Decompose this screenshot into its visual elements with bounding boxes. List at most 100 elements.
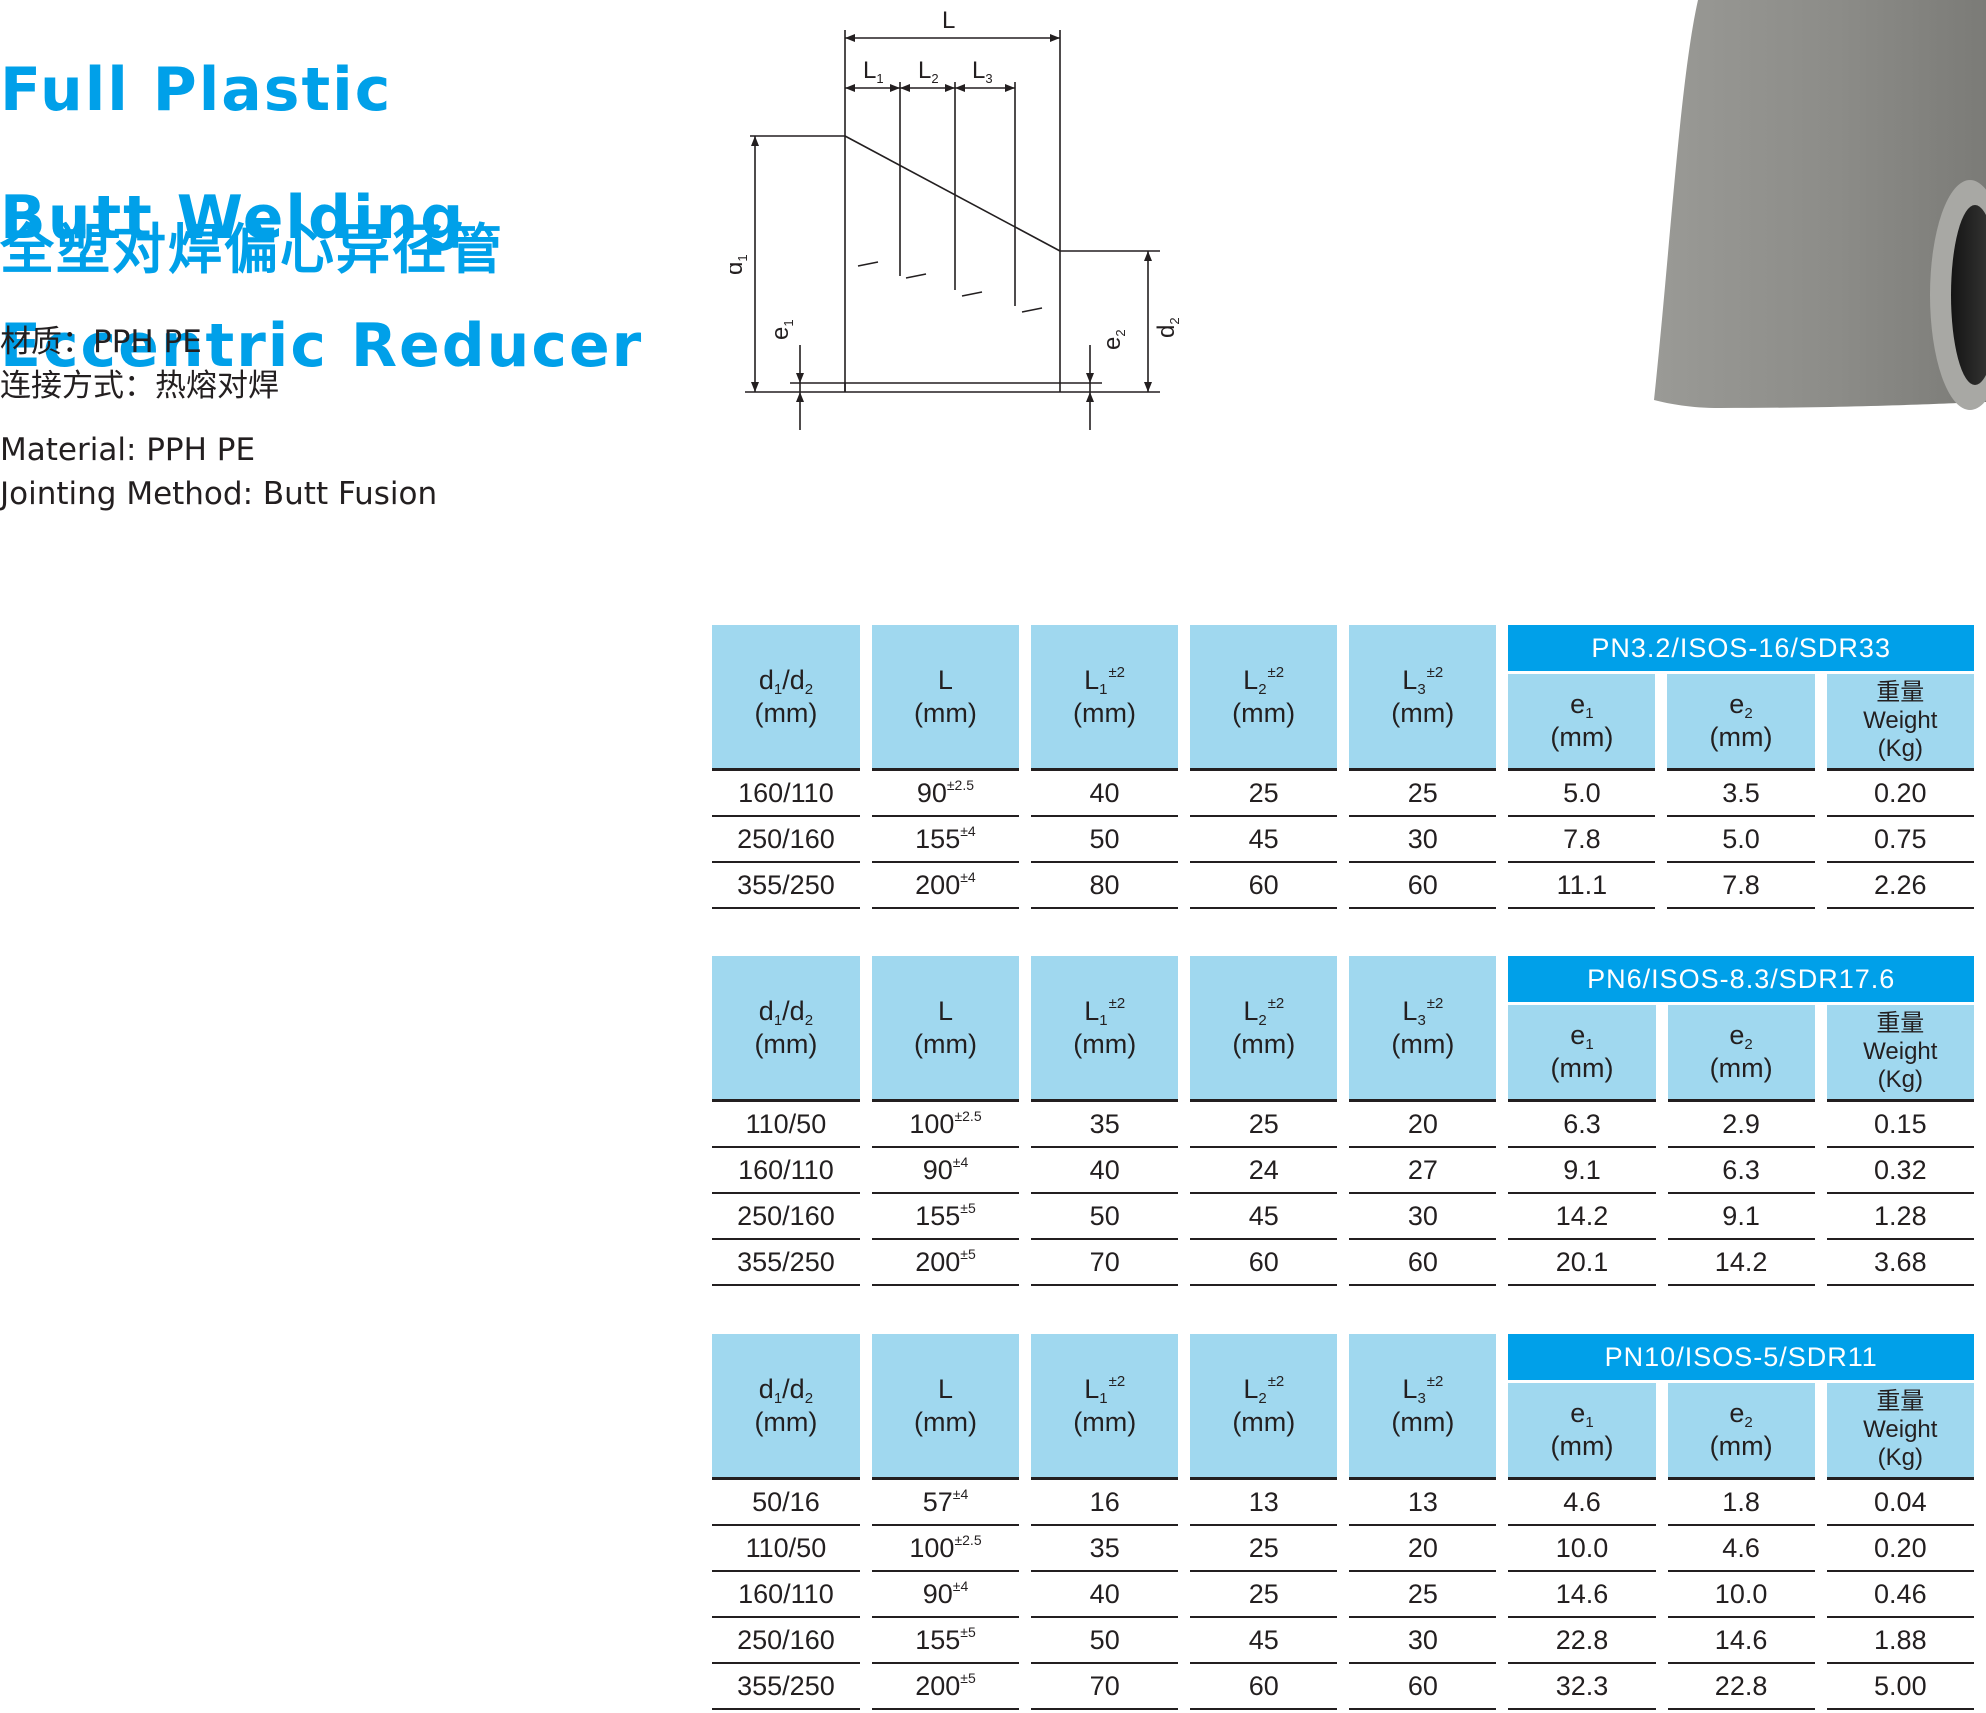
spec-english: Material: PPH PE Jointing Method: Butt F… — [0, 428, 437, 516]
cell-length: 90±4 — [871, 1572, 1020, 1618]
header-L3: L3±2(mm) — [1349, 625, 1497, 771]
spec-table-pn6: d1/d2 (mm) L(mm) L1±2(mm) L2±2(mm) L3±2(… — [700, 956, 1986, 1286]
cell-l3: 25 — [1349, 771, 1497, 817]
header-e2: e2(mm) — [1667, 674, 1815, 771]
length-value: 57 — [922, 1487, 953, 1517]
cell-l3: 25 — [1349, 1572, 1497, 1618]
cell-e2: 5.0 — [1667, 817, 1815, 863]
cell-e1: 9.1 — [1508, 1148, 1656, 1194]
cell-l1: 40 — [1030, 771, 1179, 817]
cell-l1: 70 — [1031, 1664, 1179, 1710]
cell-l1: 35 — [1031, 1102, 1179, 1148]
cell-weight: 0.04 — [1826, 1480, 1974, 1526]
cell-l1: 50 — [1031, 1194, 1179, 1240]
cell-e1: 14.2 — [1508, 1194, 1656, 1240]
cell-diameter: 160/110 — [712, 771, 860, 817]
cell-e1: 11.1 — [1508, 863, 1656, 909]
header-e1: e1(mm) — [1508, 1005, 1656, 1102]
cell-length: 155±4 — [871, 817, 1019, 863]
cell-l2: 25 — [1190, 771, 1338, 817]
cell-e2: 9.1 — [1667, 1194, 1815, 1240]
cell-weight: 2.26 — [1826, 863, 1974, 909]
cell-weight: 0.20 — [1826, 771, 1974, 817]
length-value: 90 — [922, 1579, 953, 1609]
title-line: Full Plastic — [0, 55, 393, 125]
length-tolerance: ±4 — [952, 1486, 969, 1502]
header-L2: L2±2(mm) — [1190, 625, 1338, 771]
header-L3: L3±2(mm) — [1349, 1334, 1497, 1480]
cell-l3: 60 — [1349, 1664, 1497, 1710]
cell-l1: 50 — [1031, 1618, 1179, 1664]
cell-e2: 2.9 — [1667, 1102, 1815, 1148]
header-L2: L2±2(mm) — [1190, 1334, 1338, 1480]
cell-diameter: 50/16 — [712, 1480, 860, 1526]
length-tolerance: ±5 — [960, 1246, 976, 1262]
cell-l3: 60 — [1349, 1240, 1497, 1286]
cell-e1: 32.3 — [1508, 1664, 1656, 1710]
length-value: 155 — [915, 1201, 961, 1231]
cell-e2: 22.8 — [1667, 1664, 1815, 1710]
length-tolerance: ±4 — [952, 1154, 969, 1170]
cell-weight: 0.20 — [1826, 1526, 1974, 1572]
pressure-class-header: PN6/ISOS-8.3/SDR17.6 — [1508, 956, 1974, 1005]
label-L3: L3 — [972, 57, 993, 86]
cell-e2: 3.5 — [1667, 771, 1815, 817]
cell-l3: 20 — [1349, 1526, 1497, 1572]
header-L: L(mm) — [871, 625, 1019, 771]
cell-e1: 10.0 — [1508, 1526, 1656, 1572]
length-value: 155 — [915, 1625, 961, 1655]
cell-length: 100±2.5 — [871, 1526, 1020, 1572]
cell-weight: 0.46 — [1826, 1572, 1974, 1618]
cell-l2: 60 — [1190, 1240, 1338, 1286]
cell-l2: 13 — [1190, 1480, 1338, 1526]
header-L1: L1±2(mm) — [1030, 625, 1179, 771]
cell-l1: 80 — [1030, 863, 1179, 909]
cell-weight: 0.15 — [1826, 1102, 1974, 1148]
product-image — [1654, 0, 1986, 410]
cell-l3: 30 — [1349, 1194, 1497, 1240]
cell-l2: 25 — [1190, 1572, 1338, 1618]
cell-e1: 4.6 — [1508, 1480, 1656, 1526]
pressure-class-header: PN10/ISOS-5/SDR11 — [1508, 1334, 1974, 1383]
cell-diameter: 110/50 — [712, 1102, 860, 1148]
cell-l3: 30 — [1349, 1618, 1497, 1664]
header-d1d2: d1/d2 (mm) — [712, 956, 860, 1102]
length-tolerance: ±5 — [960, 1670, 976, 1686]
header-d1d2: d1/d2 (mm) — [712, 1334, 860, 1480]
cell-l1: 16 — [1031, 1480, 1179, 1526]
cell-diameter: 250/160 — [712, 817, 860, 863]
label-d2: d2 — [1153, 317, 1182, 338]
length-tolerance: ±4 — [952, 1578, 969, 1594]
cell-e2: 6.3 — [1667, 1148, 1815, 1194]
cell-l2: 45 — [1190, 817, 1338, 863]
cell-weight: 1.88 — [1826, 1618, 1974, 1664]
label-L: L — [942, 7, 955, 34]
cell-e2: 10.0 — [1667, 1572, 1815, 1618]
cell-e1: 5.0 — [1508, 771, 1656, 817]
cell-l3: 13 — [1349, 1480, 1497, 1526]
label-L2: L2 — [918, 57, 939, 86]
cell-length: 57±4 — [871, 1480, 1020, 1526]
page-title: Full Plastic Butt Welding Eccentric Redu… — [0, 0, 643, 442]
cell-diameter: 355/250 — [712, 1240, 860, 1286]
cell-diameter: 355/250 — [712, 1664, 860, 1710]
length-tolerance: ±2.5 — [946, 777, 975, 793]
cell-l2: 45 — [1190, 1618, 1338, 1664]
cell-length: 155±5 — [871, 1194, 1020, 1240]
length-value: 90 — [916, 778, 947, 808]
cell-e1: 7.8 — [1508, 817, 1656, 863]
cell-e1: 6.3 — [1508, 1102, 1656, 1148]
cell-weight: 3.68 — [1826, 1240, 1974, 1286]
label-d1: d1 — [730, 254, 750, 275]
